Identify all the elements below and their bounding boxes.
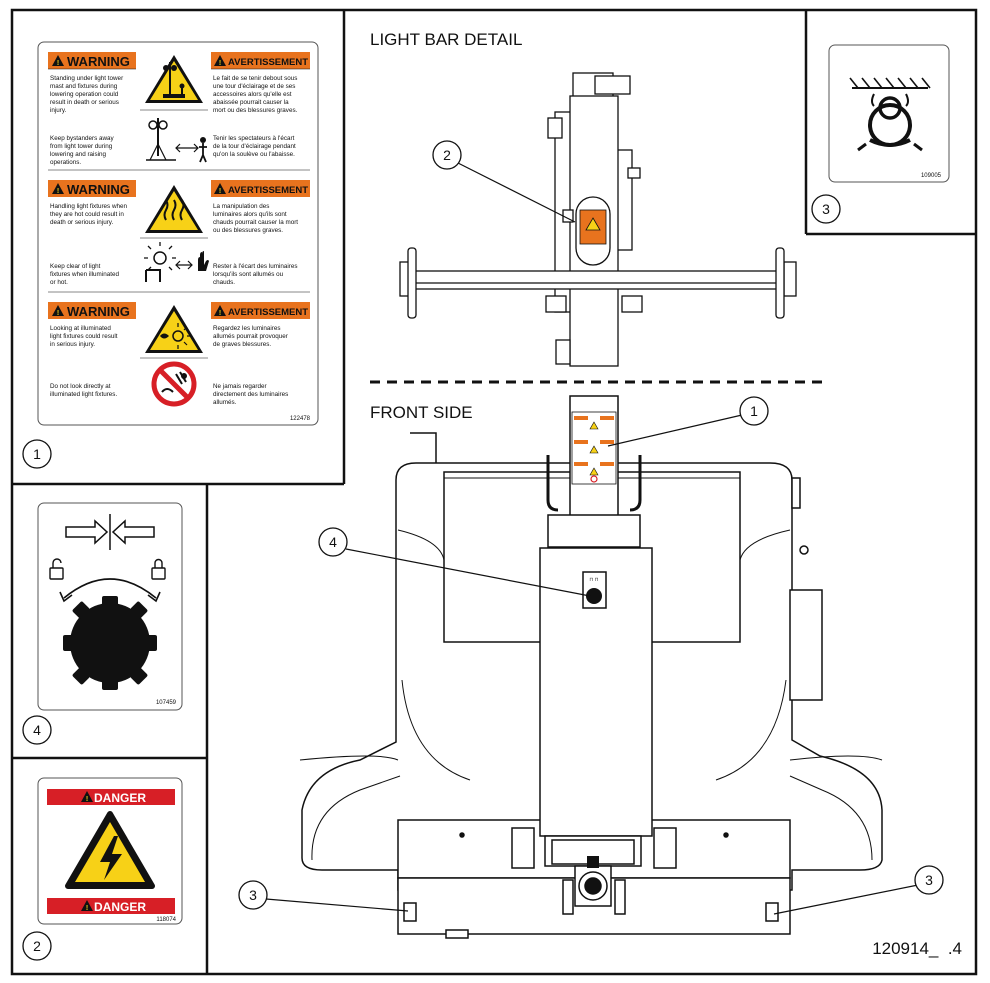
svg-text:3: 3 bbox=[249, 887, 257, 903]
callout-1-legend: 1 bbox=[22, 439, 52, 469]
row1-french-b: Tenir les spectateurs à l'écart de la to… bbox=[213, 135, 298, 158]
decal-1-row-3: WARNING AVERTISSEMENT Looking at illumin… bbox=[48, 302, 310, 407]
row2-french-b: Rester à l'écart des luminaires lorsqu'i… bbox=[213, 263, 299, 286]
warning-word: WARNING bbox=[67, 182, 130, 197]
callout-1-front: 1 bbox=[607, 396, 769, 447]
callout-3-front-right: 3 bbox=[773, 865, 944, 915]
decal-4-knob: 107459 bbox=[37, 502, 183, 711]
decal-1-warning: WARNING AVERTISSEMENT Standing under lig… bbox=[37, 41, 319, 426]
lock-icon bbox=[151, 558, 166, 580]
hot-surface-icon bbox=[140, 185, 208, 239]
row2-french-a: La manipulation des luminaires alors qu'… bbox=[213, 203, 300, 234]
svg-text:4: 4 bbox=[33, 722, 41, 738]
callout-2-legend: 2 bbox=[22, 931, 52, 961]
drawing-number: 120914_ .4 bbox=[872, 939, 962, 958]
row2-english-b: Keep clear of light fixtures when illumi… bbox=[50, 263, 121, 286]
unlock-icon bbox=[49, 558, 64, 580]
svg-text:2: 2 bbox=[443, 147, 451, 163]
decal-3-part-number: 109005 bbox=[921, 173, 942, 179]
knob-icon bbox=[63, 596, 157, 690]
decal-4-part-number: 107459 bbox=[156, 700, 177, 706]
warning-word: WARNING bbox=[67, 54, 130, 69]
front-side-drawing: ⊓ ⊓ bbox=[299, 395, 883, 939]
frame bbox=[10, 8, 978, 976]
electric-shock-icon bbox=[65, 811, 155, 889]
row3-english-a: Looking at illuminated light fixtures co… bbox=[50, 325, 119, 348]
no-staring-icon bbox=[151, 361, 197, 407]
svg-text:1: 1 bbox=[33, 446, 41, 462]
eye-light-hazard-icon bbox=[140, 305, 208, 359]
svg-text:3: 3 bbox=[822, 201, 830, 217]
decal-3-lifting-point: 109005 bbox=[828, 44, 950, 183]
callout-4-front: 4 bbox=[318, 527, 591, 597]
callout-3-legend: 3 bbox=[811, 194, 841, 224]
decal-1-part-number: 122478 bbox=[290, 416, 311, 422]
front-side-title: FRONT SIDE bbox=[370, 403, 473, 422]
danger-word-bottom: DANGER bbox=[94, 900, 146, 914]
row1-french-a: Le fait de se tenir debout sous une tour… bbox=[213, 75, 299, 114]
avertissement-word: AVERTISSEMENT bbox=[228, 57, 308, 68]
svg-text:⊓ ⊓: ⊓ ⊓ bbox=[589, 577, 598, 583]
avertissement-word: AVERTISSEMENT bbox=[228, 185, 308, 196]
svg-text:3: 3 bbox=[925, 872, 933, 888]
row1-english-b: Keep bystanders away from light tower du… bbox=[50, 135, 115, 166]
danger-word-top: DANGER bbox=[94, 791, 146, 805]
row1-english-a: Standing under light tower mast and fixt… bbox=[50, 75, 125, 114]
light-radiation-icon bbox=[144, 242, 209, 282]
row2-english-a: Handling light fixtures when they are ho… bbox=[50, 203, 129, 226]
decal-2-part-number: 118074 bbox=[156, 917, 176, 923]
svg-text:1: 1 bbox=[750, 403, 758, 419]
crush-hazard-icon bbox=[140, 55, 208, 163]
svg-text:4: 4 bbox=[329, 534, 337, 550]
compress-arrows-icon bbox=[65, 514, 155, 550]
decal-1-row-2: WARNING AVERTISSEMENT Handling light fix… bbox=[48, 180, 310, 286]
lifting-point-icon bbox=[849, 77, 931, 152]
warning-word: WARNING bbox=[67, 304, 130, 319]
callout-3-front-left: 3 bbox=[238, 880, 409, 912]
light-bar-detail-title: LIGHT BAR DETAIL bbox=[370, 30, 522, 49]
light-bar-drawing bbox=[399, 72, 797, 367]
row3-english-b: Do not look directly at illuminated ligh… bbox=[50, 383, 117, 398]
decal-1-row-1: WARNING AVERTISSEMENT Standing under lig… bbox=[48, 52, 310, 166]
decal-2-danger: DANGER DANGER 118074 bbox=[37, 777, 183, 925]
callout-2-lightbar: 2 bbox=[432, 140, 576, 223]
callout-4-legend: 4 bbox=[22, 715, 52, 745]
svg-text:2: 2 bbox=[33, 938, 41, 954]
row3-french-b: Ne jamais regarder directement des lumin… bbox=[213, 383, 290, 406]
rotate-arrow-icon bbox=[59, 578, 161, 603]
row3-french-a: Regardez les luminaires allumés pourrait… bbox=[213, 325, 290, 348]
avertissement-word: AVERTISSEMENT bbox=[228, 307, 308, 318]
